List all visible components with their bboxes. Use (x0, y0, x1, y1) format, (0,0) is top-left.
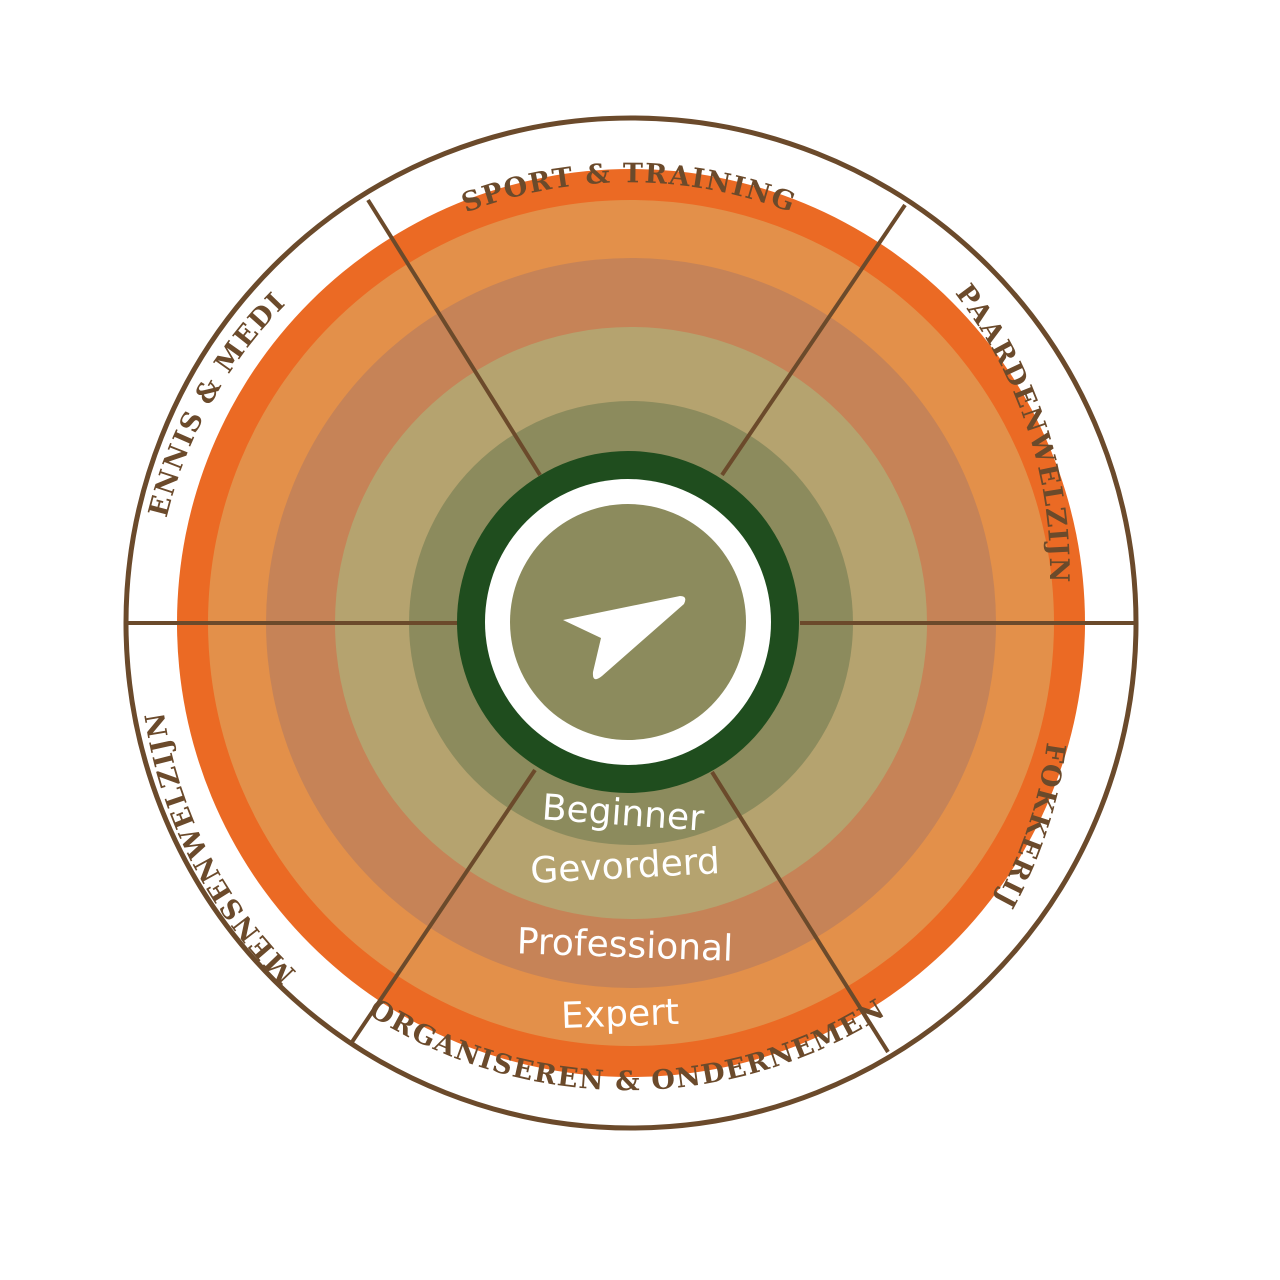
segment-dividers (128, 198, 1138, 1054)
divider-bottom-right (710, 770, 890, 1054)
level-label-expert: Expert (560, 992, 679, 1037)
level-label-professional: Professional (516, 921, 734, 970)
divider-bottom-left (348, 768, 537, 1047)
divider-top-right (720, 203, 907, 477)
level-label-gevorderd: Gevorderd (529, 841, 720, 892)
navigation-arrow-icon (563, 596, 686, 680)
divider-top-left (366, 198, 542, 477)
